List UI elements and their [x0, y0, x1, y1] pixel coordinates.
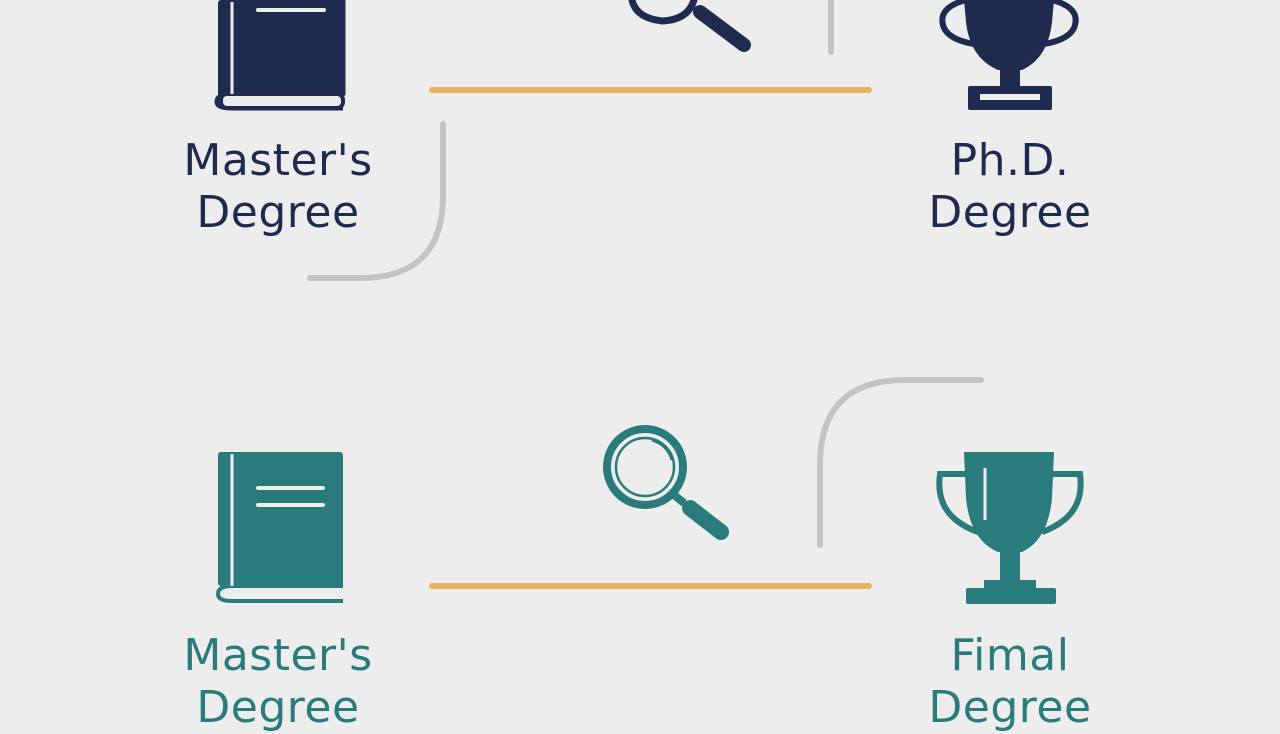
label-line: Degree: [928, 682, 1092, 733]
node-label-phd: Ph.D. Degree: [850, 135, 1170, 239]
label-line: Degree: [196, 187, 360, 238]
book-icon: [215, 452, 343, 603]
node-label-masters-bottom: Master's Degree: [118, 630, 438, 734]
label-line: Ph.D.: [950, 135, 1070, 186]
node-label-final: Fimal Degree: [850, 630, 1170, 734]
label-line: Master's: [183, 630, 373, 681]
label-line: Degree: [928, 187, 1092, 238]
trophy-icon: [936, 452, 1084, 604]
trophy-icon: [939, 0, 1079, 110]
connector-curve: [307, 121, 446, 281]
book-icon: [214, 0, 346, 111]
magnifier-icon: [628, 0, 751, 52]
label-line: Master's: [183, 135, 373, 186]
node-label-masters-top: Master's Degree: [118, 135, 438, 239]
connector-curve: [817, 377, 984, 548]
magnifier-icon: [603, 425, 729, 540]
label-line: Degree: [196, 682, 360, 733]
label-line: Fimal: [950, 630, 1070, 681]
